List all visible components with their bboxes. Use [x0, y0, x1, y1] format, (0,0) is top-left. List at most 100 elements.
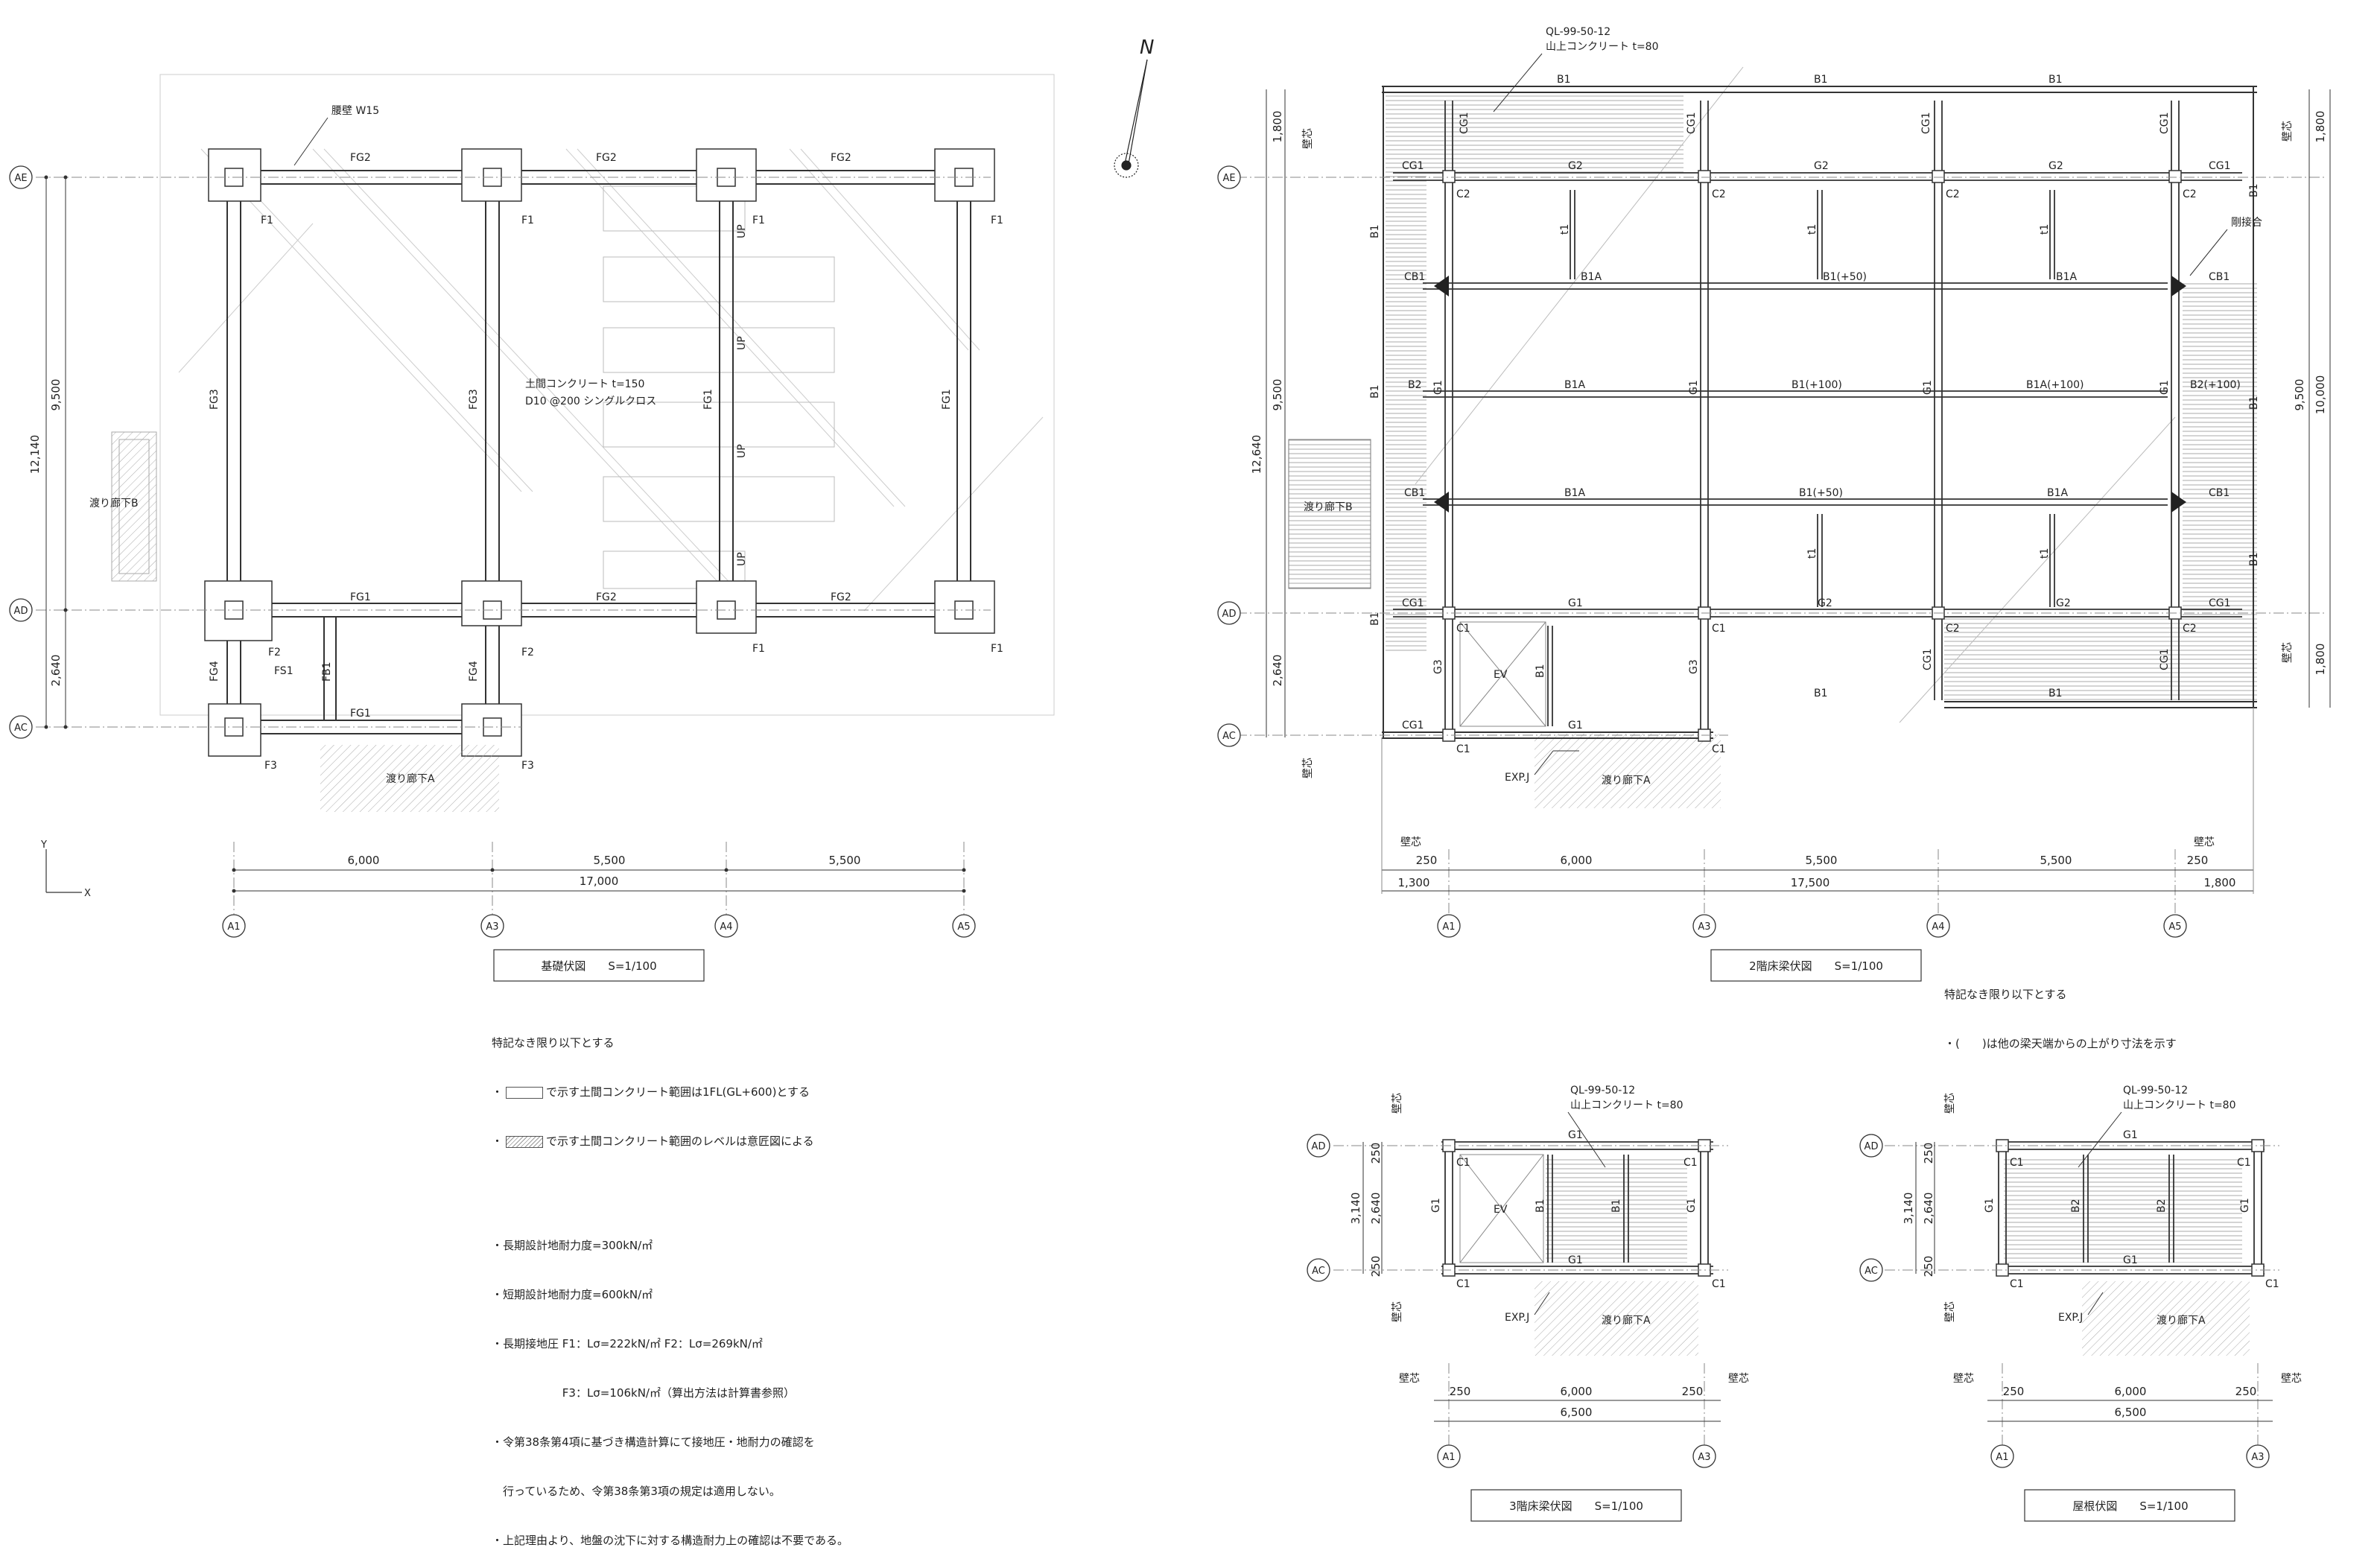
member-label: C1: [2265, 1278, 2279, 1290]
member-label: t1: [2039, 224, 2051, 235]
north-label: N: [1140, 36, 1154, 59]
dim-label: 5,500: [594, 854, 626, 867]
notes-line: ・長期設計地耐力度=300kN/㎡: [492, 1239, 653, 1252]
axis-label-A1: A1: [1442, 921, 1455, 933]
member-label: B1: [1814, 688, 1828, 699]
member-label: B1: [2048, 74, 2063, 86]
member-label: C1: [1712, 623, 1726, 635]
member-label: CB1: [1404, 271, 1425, 283]
member-label: B1A: [2056, 271, 2078, 283]
member-label: C2: [1712, 188, 1726, 200]
member-label: G1: [1688, 380, 1700, 395]
dim-label: 250: [2187, 854, 2209, 867]
dim-label: 250: [1922, 1143, 1935, 1164]
member-label: G1: [1686, 1198, 1698, 1213]
dim-label: 250: [2235, 1385, 2257, 1398]
member-label: CG1: [1402, 160, 1424, 172]
member-label: CG1: [1922, 648, 1934, 670]
wall-center-label: 壁芯: [1944, 1301, 1956, 1322]
up-label: UP: [736, 552, 748, 566]
axis-label-A1: A1: [1996, 1452, 2008, 1463]
notes-line: ・令第38条第4項に基づき構造計算にて接地圧・地耐力の確認を: [492, 1435, 815, 1449]
member-label: G1: [2239, 1198, 2251, 1213]
dim-label: 6,500: [2115, 1406, 2147, 1419]
member-label: G1: [1568, 1129, 1583, 1141]
axis-label-A3: A3: [486, 921, 498, 933]
member-label: FG1: [941, 389, 953, 410]
slab-note: D10 @200 シングルクロス: [525, 396, 656, 407]
slab-note: 土間コンクリート t=150: [525, 378, 644, 390]
member-label: F3: [521, 760, 534, 772]
dim-label: 250: [1369, 1256, 1383, 1277]
member-label: F1: [521, 215, 534, 226]
corridor-label: 渡り廊下A: [1602, 1314, 1651, 1327]
dim-label: 6,000: [2115, 1385, 2147, 1398]
notes-line: ・短期設計地耐力度=600kN/㎡: [492, 1288, 653, 1301]
member-label: G1: [1432, 380, 1444, 395]
member-label: C1: [1683, 1157, 1698, 1169]
corridor-label: 渡り廊下B: [1304, 501, 1353, 513]
foundation-plan: AE AD AC A1 A3 A4 A5 6,000 5,500 5,500 1…: [9, 74, 1055, 982]
member-label: CB1: [2209, 487, 2230, 499]
wall-center-label: 壁芯: [1302, 128, 1314, 149]
member-label: F1: [752, 643, 765, 655]
corridor-label: 渡り廊下A: [386, 772, 435, 785]
dim-label: 9,500: [2293, 379, 2306, 411]
member-label: CB1: [1404, 487, 1425, 499]
member-label: B1: [1369, 384, 1381, 399]
member-label: C2: [2183, 623, 2197, 635]
expj-label: EXP.J: [1505, 1312, 1529, 1324]
member-label: FG3: [468, 389, 480, 410]
axis-label-A5: A5: [957, 921, 970, 933]
member-label: G2: [1568, 160, 1583, 172]
axis-y-label: Y: [40, 839, 47, 851]
member-label: CG1: [1459, 112, 1470, 134]
member-label: CB1: [2209, 271, 2230, 283]
dim-label: 250: [1416, 854, 1438, 867]
axis-label-A1: A1: [1442, 1452, 1455, 1463]
member-label: FG2: [831, 152, 851, 164]
member-label: CG1: [1402, 597, 1424, 609]
member-label: F1: [991, 215, 1003, 226]
member-label: B1A: [1581, 271, 1602, 283]
up-label: UP: [736, 224, 748, 238]
member-label: F1: [261, 215, 273, 226]
member-label: B1: [1535, 664, 1546, 678]
member-label: C2: [1946, 623, 1960, 635]
member-label: B1: [2248, 552, 2260, 566]
dim-label: 9,500: [49, 379, 63, 411]
member-label: G1: [1922, 380, 1934, 395]
member-label: G2: [2056, 597, 2071, 609]
member-label: C1: [2010, 1278, 2024, 1290]
member-label: CG1: [1920, 112, 1932, 134]
koshikabe-label: 腰壁 W15: [331, 105, 379, 117]
deck-label: QL-99-50-12: [2123, 1085, 2188, 1096]
axis-label-AE: AE: [1222, 173, 1235, 184]
dim-label: 1,300: [1398, 876, 1430, 889]
member-label: FS1: [274, 665, 293, 677]
axis-label-AD: AD: [1865, 1141, 1879, 1152]
member-label: C2: [1456, 188, 1470, 200]
dim-label: 250: [1682, 1385, 1704, 1398]
member-label: B1A: [1564, 487, 1586, 499]
title-floor3: 3階床梁伏図 S=1/100: [1509, 1499, 1643, 1513]
axis-label-AC: AC: [14, 723, 28, 734]
axis-label-A3: A3: [1698, 1452, 1710, 1463]
dim-label: 5,500: [829, 854, 861, 867]
member-label: F2: [268, 647, 281, 658]
dim-label: 1,800: [2314, 111, 2327, 143]
wall-center-label: 壁芯: [2194, 837, 2215, 848]
axis-label-AE: AE: [14, 173, 27, 184]
dim-label: 1,800: [2204, 876, 2236, 889]
axis-label-A3: A3: [1698, 921, 1710, 933]
wall-center-label: 壁芯: [1302, 758, 1314, 778]
member-label: G1: [1568, 720, 1583, 731]
notes-line: 行っているため、令第38条第3項の規定は適用しない。: [492, 1485, 781, 1498]
floor2-beam-plan: AE AD AC A1 A3 A4 A5 6,000 5,500 5,500 2…: [1217, 26, 2331, 982]
floor2-notes: 特記なき限り以下とする ・( )は他の梁天端からの上がり寸法を示す: [1944, 953, 2177, 1068]
notes-legend-2: ・で示す土間コンクリート範囲のレベルは意匠図による: [492, 1134, 814, 1148]
dim-label: 6,000: [1561, 854, 1593, 867]
axis-label-AD: AD: [1312, 1141, 1326, 1152]
dim-label: 6,500: [1561, 1406, 1593, 1419]
member-label: B1(+100): [1792, 379, 1842, 391]
